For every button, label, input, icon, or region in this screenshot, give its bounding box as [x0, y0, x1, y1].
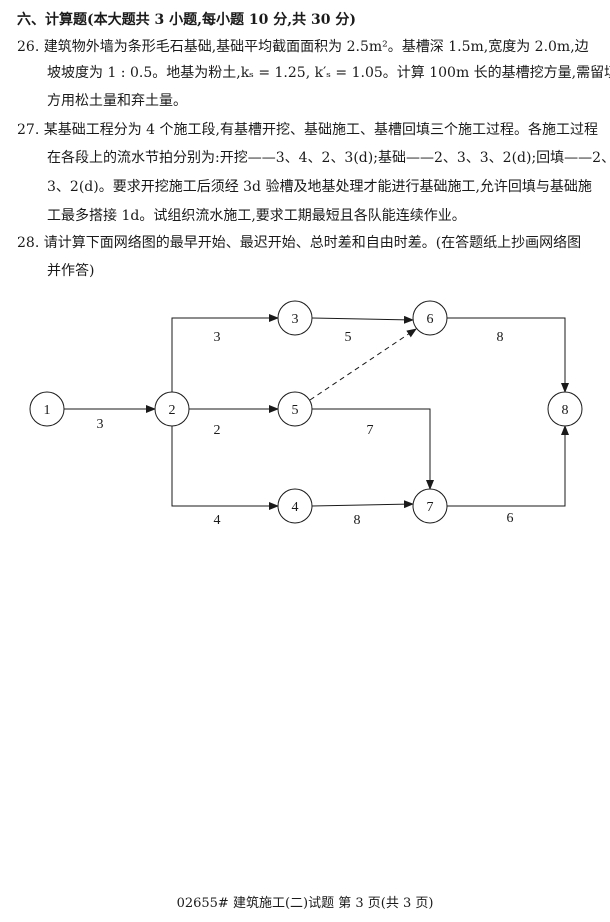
question-28-line-1: 28. 请计算下面网络图的最早开始、最迟开始、总时差和自由时差。(在答题纸上抄画…: [17, 235, 582, 251]
duration-label-6-8: 8: [497, 330, 504, 345]
node-circle-3: [277, 300, 313, 336]
duration-label-4-7: 8: [354, 513, 361, 528]
question-28-line-2: 并作答): [47, 263, 95, 279]
question-26-line-3: 方用松土量和弃土量。: [47, 93, 187, 109]
node-circle-1: [29, 391, 65, 427]
node-label-1: 1: [44, 403, 51, 418]
node-label-2: 2: [169, 403, 176, 418]
node-circle-2: [154, 391, 190, 427]
activity-arrow-6-8: [447, 317, 569, 393]
question-27-line-1: 27. 某基础工程分为 4 个施工段,有基槽开挖、基础施工、基槽回填三个施工过程…: [17, 122, 598, 138]
question-27-line-3: 3、2(d)。要求开挖施工后须经 3d 验槽及地基处理才能进行基础施工,允许回填…: [47, 179, 592, 195]
duration-label-1-2: 3: [97, 417, 104, 432]
node-label-8: 8: [562, 403, 569, 418]
activity-arrow-7-8: [447, 425, 569, 507]
page-footer: 02655# 建筑施工(二)试题 第 3 页(共 3 页): [176, 896, 434, 911]
question-26-line-1: 26. 建筑物外墙为条形毛石基础,基础平均截面面积为 2.5m²。基槽深 1.5…: [17, 39, 589, 55]
question-26-line-2: 坡坡度为 1 : 0.5。地基为粉土,kₛ = 1.25, k′ₛ = 1.05…: [47, 65, 610, 81]
node-label-7: 7: [427, 500, 434, 515]
duration-label-3-6: 5: [345, 330, 352, 345]
node-label-5: 5: [292, 403, 299, 418]
node-circle-4: [277, 488, 313, 524]
duration-label-5-7: 7: [367, 423, 374, 438]
node-label-4: 4: [292, 500, 299, 515]
duration-label-7-8: 6: [507, 511, 514, 526]
activity-arrow-2-3: [171, 314, 279, 392]
duration-label-2-5: 2: [214, 423, 221, 438]
node-circle-6: [412, 300, 448, 336]
question-27-line-2: 在各段上的流水节拍分别为:开挖——3、4、2、3(d);基础——2、3、3、2(…: [47, 150, 610, 166]
node-circle-7: [412, 488, 448, 524]
activity-arrow-4-7: [311, 500, 414, 509]
node-label-3: 3: [292, 312, 299, 327]
duration-label-2-4: 4: [214, 513, 221, 528]
duration-label-2-3: 3: [214, 330, 221, 345]
node-label-6: 6: [427, 312, 434, 327]
dummy-arrow-5-6: [309, 328, 417, 401]
activity-arrow-5-7: [312, 408, 434, 490]
activity-arrow-2-4: [171, 426, 279, 510]
node-circle-8: [547, 391, 583, 427]
node-circle-5: [277, 391, 313, 427]
question-27-line-4: 工最多搭接 1d。试组织流水施工,要求工期最短且各队能连续作业。: [47, 208, 466, 224]
activity-arrow-3-6: [311, 315, 414, 324]
section-heading: 六、计算题(本大题共 3 小题,每小题 10 分,共 30 分): [17, 12, 356, 28]
